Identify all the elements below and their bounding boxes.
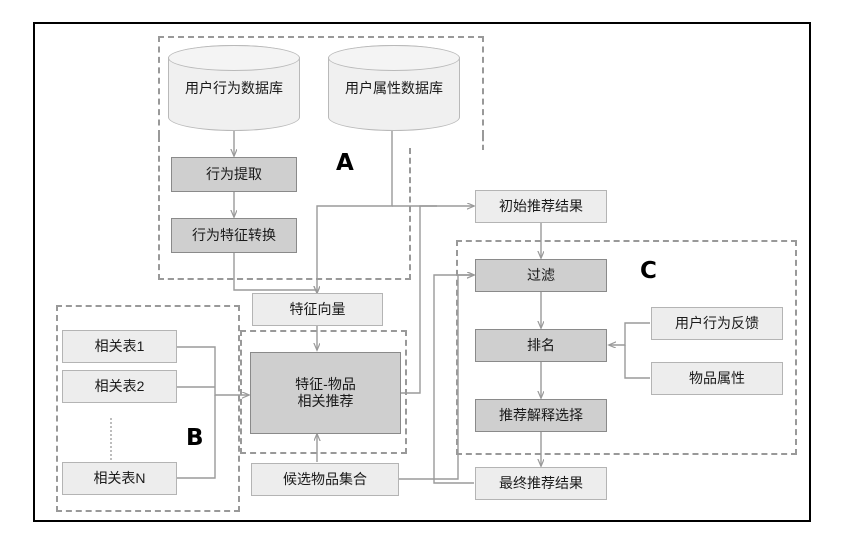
node-filter[interactable]: 过滤: [475, 259, 607, 292]
group-a-region-notch: [409, 148, 411, 280]
datastore-label: 用户行为数据库: [185, 80, 283, 96]
group-a-region-right: [409, 136, 484, 150]
node-relation-table-n[interactable]: 相关表N: [62, 462, 177, 495]
node-feature-item-recommend[interactable]: 特征-物品 相关推荐: [250, 352, 401, 434]
node-item-attribute[interactable]: 物品属性: [651, 362, 783, 395]
datastore-user-behavior-db[interactable]: 用户行为数据库: [168, 45, 300, 131]
node-candidate-item-set[interactable]: 候选物品集合: [251, 463, 399, 496]
group-letter-b: B: [186, 425, 204, 451]
node-behavior-extraction[interactable]: 行为提取: [171, 157, 297, 192]
group-a-region: [158, 36, 484, 136]
group-b-region: [56, 305, 240, 512]
node-initial-recommend-result[interactable]: 初始推荐结果: [475, 190, 607, 223]
group-letter-a: A: [336, 150, 354, 176]
datastore-user-attribute-db[interactable]: 用户属性数据库: [328, 45, 460, 131]
node-ranking[interactable]: 排名: [475, 329, 607, 362]
node-final-recommend-result[interactable]: 最终推荐结果: [475, 467, 607, 500]
node-recommend-explanation-select[interactable]: 推荐解释选择: [475, 399, 607, 432]
datastore-label: 用户属性数据库: [345, 80, 443, 96]
node-relation-table-2[interactable]: 相关表2: [62, 370, 177, 403]
node-user-behavior-feedback[interactable]: 用户行为反馈: [651, 307, 783, 340]
node-feature-vector[interactable]: 特征向量: [252, 293, 383, 326]
ellipsis-vertical-dots: [110, 418, 112, 460]
group-a-region-bottom: [158, 278, 411, 280]
node-relation-table-1[interactable]: 相关表1: [62, 330, 177, 363]
node-behavior-feature-transform[interactable]: 行为特征转换: [171, 218, 297, 253]
group-letter-c: C: [640, 258, 657, 284]
